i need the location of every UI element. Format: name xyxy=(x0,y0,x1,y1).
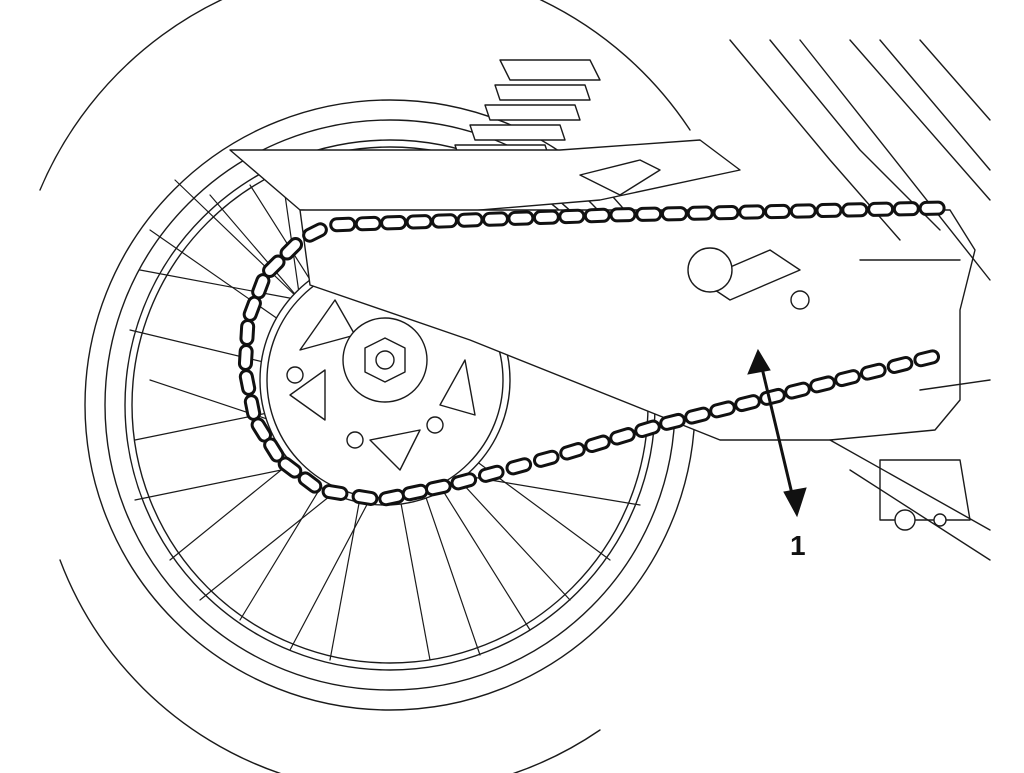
chain-link xyxy=(789,203,817,219)
chain-guard xyxy=(229,139,741,216)
chain-link xyxy=(559,442,586,461)
chain-link xyxy=(329,216,357,233)
chain-link xyxy=(609,207,637,223)
chain-link xyxy=(867,201,895,217)
chain-link xyxy=(859,362,887,381)
chain-link xyxy=(478,464,505,483)
chain-link xyxy=(482,211,509,227)
chain-link xyxy=(239,319,256,346)
chain-link xyxy=(660,206,688,222)
chain-link xyxy=(784,381,811,400)
chain-link xyxy=(738,204,766,220)
chain-link xyxy=(809,375,836,394)
chain-link xyxy=(684,406,711,425)
chain-link xyxy=(892,201,920,217)
chain-link xyxy=(558,208,586,225)
chain-link xyxy=(834,369,861,388)
drive-chain xyxy=(237,200,946,507)
slack-arrow xyxy=(747,348,807,518)
chain-link xyxy=(237,344,254,371)
chain-link xyxy=(242,295,262,322)
chain-link xyxy=(886,356,914,374)
chain-link xyxy=(634,419,661,439)
chain-link xyxy=(238,369,257,396)
chain-link xyxy=(584,434,611,454)
chain-link xyxy=(635,206,663,222)
chain-link xyxy=(764,203,791,220)
chain-link xyxy=(609,427,636,446)
chain-link xyxy=(354,215,382,232)
chain-link xyxy=(456,212,484,228)
chain-link xyxy=(505,457,533,476)
chain-link xyxy=(583,207,611,224)
chain-link xyxy=(243,394,262,421)
chain-link xyxy=(507,210,535,226)
chain-link xyxy=(913,349,941,368)
chain-link xyxy=(321,484,349,501)
chain-link xyxy=(709,400,736,419)
chain-link xyxy=(302,222,328,243)
chain-link xyxy=(841,202,869,218)
chain-link xyxy=(712,204,740,221)
chain-link xyxy=(405,214,433,230)
chain-link xyxy=(431,213,458,229)
chain-link xyxy=(351,489,379,506)
chain-link xyxy=(659,412,686,431)
chain-link xyxy=(734,394,761,413)
chain-link xyxy=(532,209,560,226)
chain-link xyxy=(686,205,714,221)
chain-link xyxy=(815,202,843,219)
callout-label: 1 xyxy=(790,530,806,561)
chain-link xyxy=(918,200,946,216)
axle-nut xyxy=(364,337,406,383)
chain-link xyxy=(251,273,271,300)
chain-link xyxy=(380,214,408,231)
chain-link xyxy=(533,449,560,468)
chain-link xyxy=(424,478,452,497)
